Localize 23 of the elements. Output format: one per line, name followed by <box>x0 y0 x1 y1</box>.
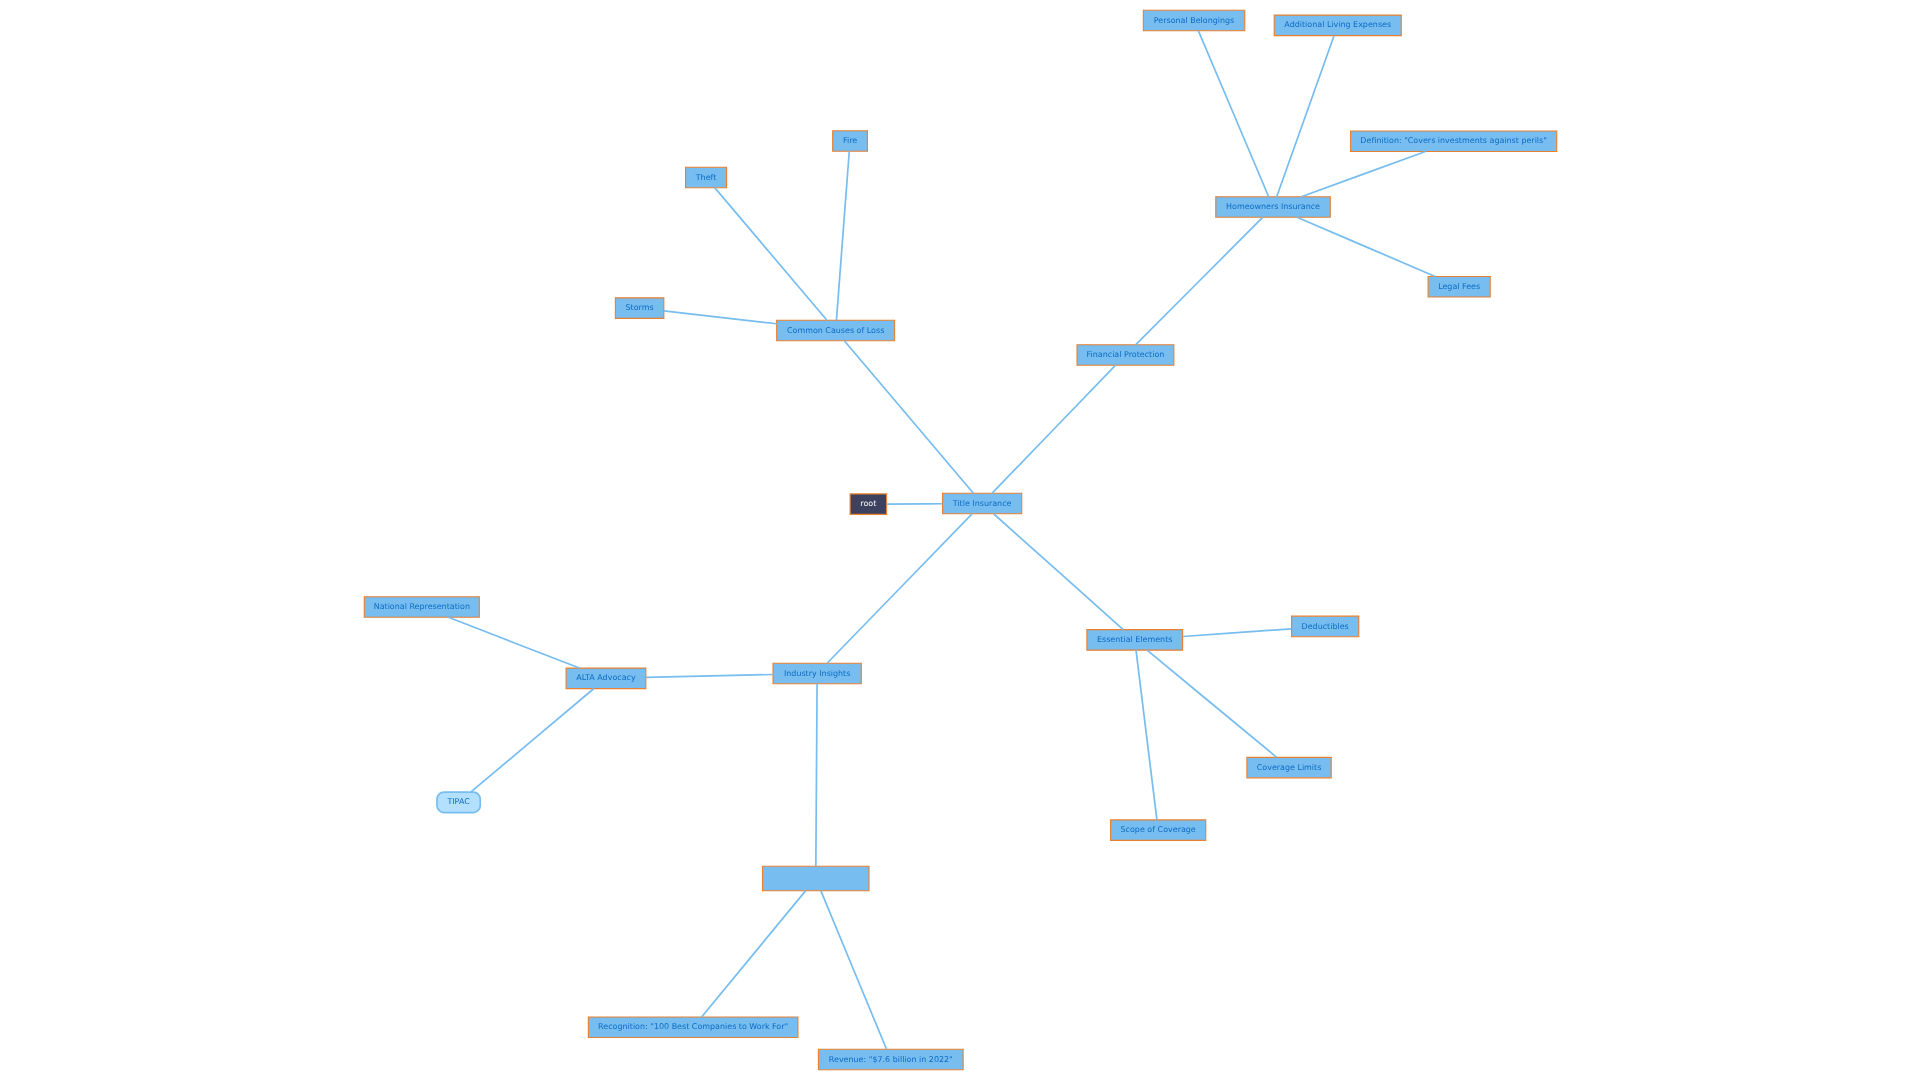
connector <box>662 310 777 325</box>
connector <box>1134 649 1158 821</box>
connector <box>644 673 774 679</box>
connector <box>992 513 1124 631</box>
connector <box>1197 29 1270 198</box>
connector <box>835 150 850 321</box>
connector <box>819 890 887 1050</box>
connector <box>447 616 580 669</box>
connector <box>1146 649 1277 758</box>
connector <box>1181 627 1292 638</box>
connector <box>700 890 806 1018</box>
node-box <box>761 865 870 892</box>
connector <box>1275 34 1335 198</box>
connector <box>843 340 974 495</box>
connector <box>825 513 973 664</box>
connector <box>885 502 943 505</box>
connector <box>1299 150 1426 198</box>
connector <box>713 187 828 322</box>
connector <box>469 687 594 793</box>
connector <box>1134 216 1263 346</box>
connector <box>990 364 1116 494</box>
connector <box>1295 216 1436 278</box>
connector <box>814 683 818 867</box>
